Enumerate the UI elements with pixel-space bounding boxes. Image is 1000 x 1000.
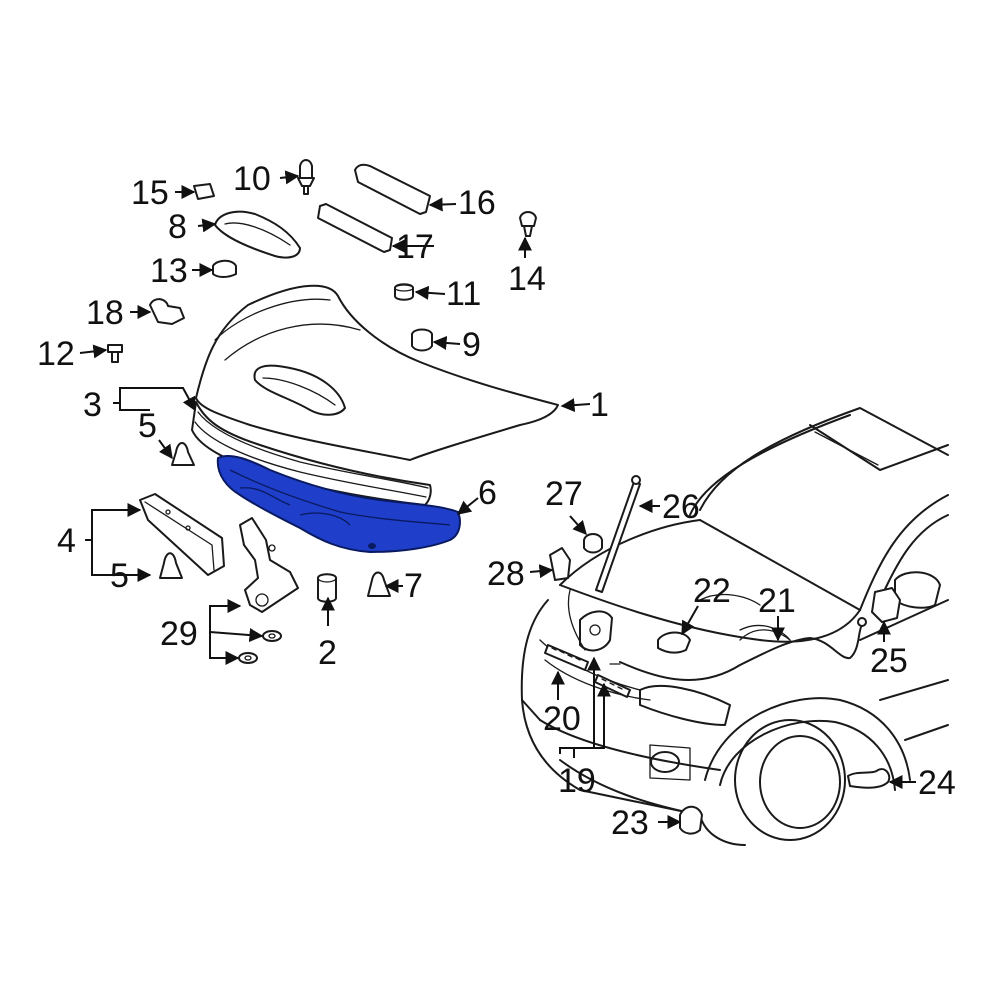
callout-7: 7 xyxy=(404,567,423,605)
callout-13: 13 xyxy=(150,252,188,290)
callout-lines xyxy=(79,170,916,829)
cap-11 xyxy=(394,283,414,301)
hood-hinge xyxy=(239,517,299,613)
callout-5-bottom: 5 xyxy=(110,557,129,595)
clip-28 xyxy=(549,547,571,581)
callout-14: 14 xyxy=(508,260,546,298)
callout-21: 21 xyxy=(758,582,796,620)
clip-5-bottom xyxy=(159,552,183,579)
callout-18: 18 xyxy=(86,294,124,332)
hood-protector xyxy=(139,493,225,576)
callout-15: 15 xyxy=(131,174,169,212)
washer-29a xyxy=(262,630,282,642)
release-lever xyxy=(871,587,901,623)
callout-29: 29 xyxy=(160,615,198,653)
callout-1: 1 xyxy=(590,386,609,424)
callout-8: 8 xyxy=(168,208,187,246)
hood-insulator xyxy=(216,454,461,553)
bolt-12 xyxy=(107,344,123,363)
callout-12: 12 xyxy=(37,335,75,373)
grommet-27 xyxy=(583,533,603,554)
hood-release-cable xyxy=(619,624,863,681)
callout-2: 2 xyxy=(318,634,337,672)
hood-bumper xyxy=(317,573,337,603)
cable-clip-24 xyxy=(847,768,891,789)
callout-11: 11 xyxy=(446,275,481,313)
callout-6: 6 xyxy=(478,474,497,512)
callout-24: 24 xyxy=(918,764,956,802)
callout-22: 22 xyxy=(693,572,731,610)
clip-5-top xyxy=(171,442,195,466)
vehicle-illustration xyxy=(520,407,949,846)
callout-28: 28 xyxy=(487,555,525,593)
callout-25: 25 xyxy=(870,642,908,680)
hood-panel xyxy=(195,284,559,461)
cushion-9 xyxy=(411,328,433,352)
hood-lock xyxy=(579,610,613,652)
callout-23: 23 xyxy=(611,804,649,842)
callout-labels: 1 2 3 4 5 5 6 7 8 9 10 11 12 13 14 15 16… xyxy=(37,160,956,842)
washer-29b xyxy=(238,652,258,664)
clip-23 xyxy=(679,805,703,835)
clip-7 xyxy=(367,571,391,597)
callout-16: 16 xyxy=(458,184,496,222)
callout-3: 3 xyxy=(83,386,102,424)
callout-9: 9 xyxy=(462,326,481,364)
callout-4: 4 xyxy=(57,522,76,560)
callout-10: 10 xyxy=(233,160,271,198)
callout-27: 27 xyxy=(545,475,583,513)
clip-10 xyxy=(297,159,315,195)
cap-13 xyxy=(212,259,237,278)
callout-5-top: 5 xyxy=(138,407,157,445)
callout-26: 26 xyxy=(662,488,700,526)
trim-17 xyxy=(317,203,393,253)
hood-lift-support xyxy=(544,644,589,671)
clip-14 xyxy=(519,211,537,237)
callout-17: 17 xyxy=(396,228,434,266)
scoop-trim xyxy=(214,210,301,259)
callout-19: 19 xyxy=(558,762,596,800)
callout-20: 20 xyxy=(543,700,581,738)
release-handle xyxy=(657,631,691,654)
trim-16 xyxy=(354,163,431,215)
bracket-18 xyxy=(149,298,185,325)
cap-15 xyxy=(193,183,215,200)
hood-lift-support-2 xyxy=(594,674,631,698)
